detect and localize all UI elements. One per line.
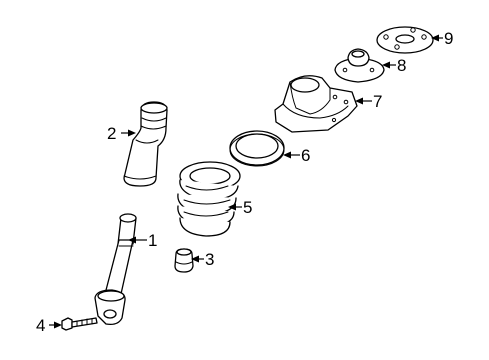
part-9-washer [376,26,434,54]
callout-5: 5 [243,198,252,217]
callout-7: 7 [373,92,382,111]
callout-3: 3 [205,250,214,269]
part-5-coil-spring [177,161,241,237]
callout-8: 8 [397,56,406,75]
part-6-spring-seat [229,130,285,167]
callout-9: 9 [444,29,453,48]
part-8-mount-bushing [334,48,385,83]
part-2-dust-boot [123,101,168,187]
leader-lines [49,34,443,329]
callout-2: 2 [107,124,116,143]
callout-6: 6 [301,146,310,165]
part-3-bump-stop [174,248,194,273]
callout-labels: 1 2 3 4 5 6 7 8 9 [36,29,453,335]
part-7-strut-mount [274,75,358,133]
part-1-shock-absorber [94,213,137,326]
callout-4: 4 [36,316,45,335]
part-4-bolt [61,317,98,331]
callout-1: 1 [148,231,157,250]
